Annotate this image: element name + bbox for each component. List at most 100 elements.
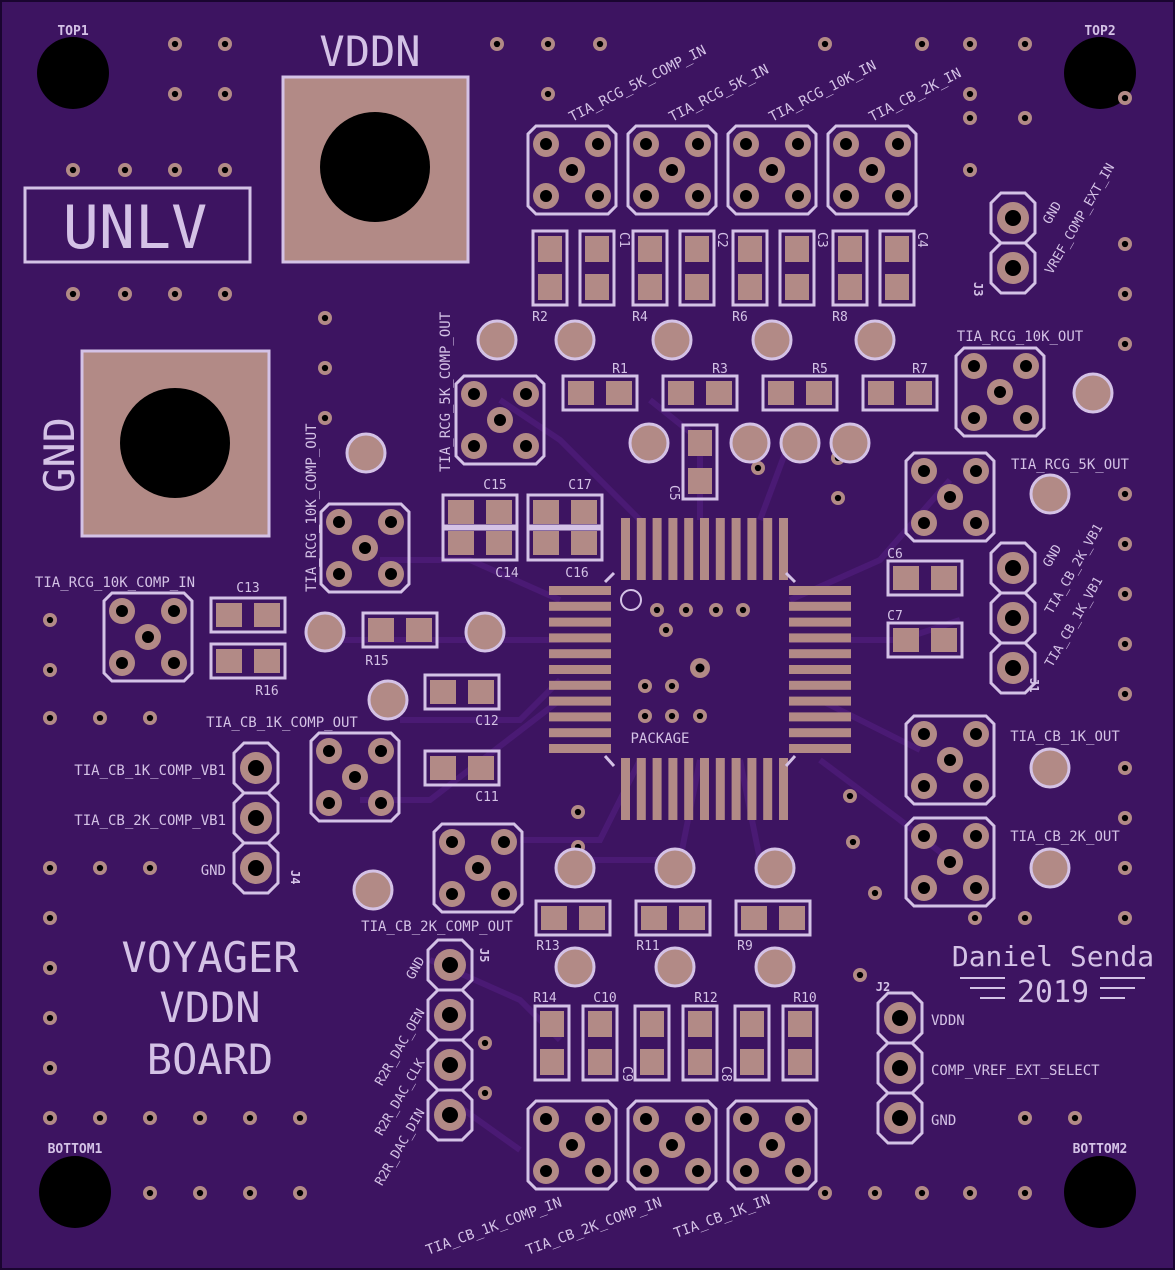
sma-pin-hole [918, 780, 930, 792]
smd-pad [568, 381, 594, 405]
sma-pin-hole [970, 882, 982, 894]
label-c14: C14 [495, 566, 519, 581]
sma-connector-outline [726, 1099, 818, 1191]
via-hole [871, 889, 879, 897]
header-pin-hole [442, 957, 458, 973]
sma-pin-hole [349, 771, 361, 783]
sma-pin-hole [918, 830, 930, 842]
via-hole [966, 90, 974, 98]
smd-outline [886, 559, 964, 597]
header-pin-hole [442, 1007, 458, 1023]
copper-trace [818, 697, 922, 753]
via-hole [966, 114, 974, 122]
via-hole [695, 663, 705, 673]
ic-pin-right [789, 649, 851, 659]
smd-outline [526, 524, 604, 562]
via-hole [196, 1189, 204, 1197]
sma-pin-hole [468, 440, 480, 452]
ic-pin-top [779, 518, 788, 580]
smd-outline [861, 374, 939, 412]
ic-pin-bottom [779, 758, 788, 820]
sma-pin-hole [840, 138, 852, 150]
header-pin-hole [1005, 660, 1021, 676]
test-point-pad [829, 422, 871, 464]
via-hole [739, 606, 747, 614]
smd-pad [806, 381, 832, 405]
via-hole [121, 166, 129, 174]
label-c10: C10 [593, 991, 616, 1006]
via-hole [596, 40, 604, 48]
smd-pad [538, 274, 562, 300]
ic-pin-bottom [731, 758, 741, 820]
sma-pin-hole [142, 631, 154, 643]
smd-pad [685, 236, 709, 262]
header-outline [426, 938, 474, 992]
via-hole [481, 1089, 489, 1097]
sma-pin-hole [792, 190, 804, 202]
via-hole [171, 166, 179, 174]
test-point-pad [1029, 847, 1071, 889]
sma-pin-hole [385, 568, 397, 580]
copper-trace [498, 397, 643, 523]
ic-pin-top [684, 518, 694, 580]
via-hole [1121, 240, 1129, 248]
smd-pad [585, 236, 609, 262]
via-hole [574, 808, 582, 816]
via-hole [1021, 40, 1029, 48]
via-hole [46, 616, 54, 624]
via-hole [712, 606, 720, 614]
sma-pin-hole [566, 164, 578, 176]
label-r10: R10 [793, 991, 816, 1006]
via-hole [1121, 690, 1129, 698]
sma-pin-hole [116, 657, 128, 669]
smd-pad [931, 628, 957, 652]
smd-pad [406, 618, 432, 642]
mounting-hole [37, 37, 109, 109]
sma-connector-outline [726, 124, 818, 216]
smd-outline [581, 1004, 619, 1082]
via-hole [653, 606, 661, 614]
smd-pad [779, 906, 805, 930]
header-pin-hole [248, 760, 264, 776]
label-j2-vddn: VDDN [931, 1013, 965, 1029]
smd-pad [685, 274, 709, 300]
smd-pad [468, 756, 494, 780]
via-hole [668, 712, 676, 720]
sma-pin-hole [1020, 360, 1032, 372]
sma-pin-hole [359, 542, 371, 554]
sma-pin-hole [498, 888, 510, 900]
label-tia-cb-2k-out: TIA_CB_2K_OUT [1010, 829, 1120, 845]
sma-pin-hole [666, 164, 678, 176]
smd-pad [579, 906, 605, 930]
via-hole [918, 40, 926, 48]
ic-pin-right [789, 696, 851, 706]
label-j1: J1 [1027, 678, 1041, 692]
smd-pad [430, 756, 456, 780]
ic-pin-bottom [747, 758, 757, 820]
smd-pad [868, 381, 894, 405]
label-j4-gnd: GND [201, 863, 226, 879]
unlv-logo-box [23, 186, 252, 264]
test-point-pad [554, 946, 596, 988]
label-gnd-pad: GND [35, 417, 84, 493]
label-tia-rcg-10k-out: TIA_RCG_10K_OUT [957, 329, 1084, 345]
via-hole [481, 1039, 489, 1047]
smd-pad [588, 1049, 612, 1075]
sma-pin-hole [446, 888, 458, 900]
smd-pad [768, 381, 794, 405]
sma-pin-hole [472, 862, 484, 874]
board-title-line3: BOARD [147, 1035, 273, 1084]
sma-pin-hole [540, 138, 552, 150]
via-hole [1121, 814, 1129, 822]
ic-pin-top [715, 518, 725, 580]
smd-pad [893, 566, 919, 590]
sma-pin-hole [792, 138, 804, 150]
sma-pin-hole [540, 1165, 552, 1177]
sma-connector-outline [626, 124, 718, 216]
sma-pin-hole [792, 1165, 804, 1177]
smd-outline [423, 673, 501, 711]
label-r2: R2 [532, 310, 548, 325]
author-year: 2019 [1017, 975, 1089, 1010]
